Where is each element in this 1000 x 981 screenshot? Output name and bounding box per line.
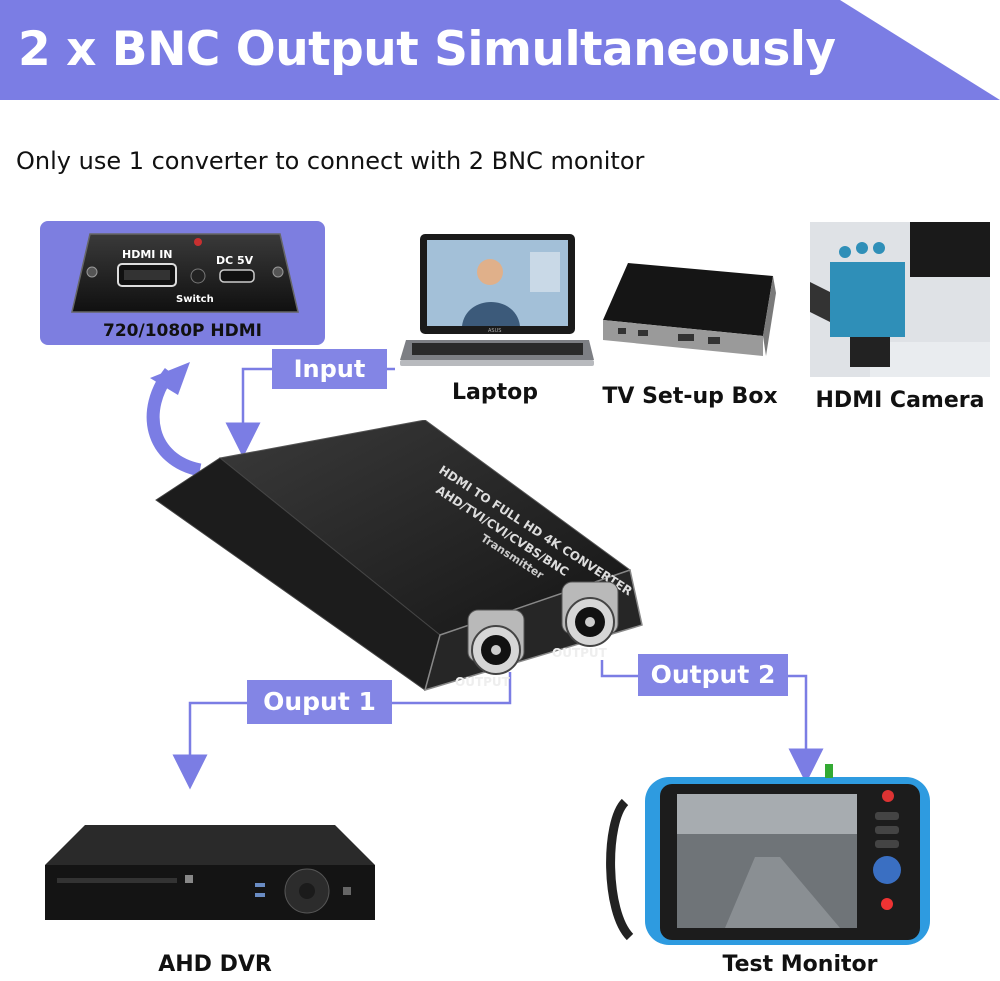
bnc-port-1 bbox=[467, 609, 525, 675]
ahd-dvr-image bbox=[45, 825, 375, 920]
laptop-label: Laptop bbox=[452, 380, 538, 405]
page-subtitle: Only use 1 converter to connect with 2 B… bbox=[16, 147, 645, 175]
laptop-brand: ASUS bbox=[488, 328, 501, 334]
header-banner bbox=[0, 0, 1000, 100]
hdmi-panel-label: 720/1080P HDMI bbox=[103, 321, 262, 341]
output1-label: Ouput 1 bbox=[247, 680, 392, 724]
hdmi-port-face: HDMI IN DC 5V Switch bbox=[71, 233, 299, 313]
dvr-label: AHD DVR bbox=[158, 952, 272, 977]
page-title: 2 x BNC Output Simultaneously bbox=[18, 22, 836, 77]
switch-text: Switch bbox=[176, 294, 214, 305]
test-monitor-label: Test Monitor bbox=[722, 952, 878, 977]
bnc-port-2 bbox=[561, 581, 619, 647]
test-monitor-image bbox=[606, 764, 930, 945]
curved-arrow-icon bbox=[146, 367, 202, 477]
output-port1-text: OUTPUT bbox=[455, 675, 511, 689]
tv-box-label: TV Set-up Box bbox=[602, 384, 778, 409]
hdmi-camera-image bbox=[810, 222, 990, 377]
tv-box-image bbox=[603, 263, 776, 356]
camera-label: HDMI Camera bbox=[815, 388, 985, 413]
output2-label: Output 2 bbox=[638, 654, 788, 696]
input-label: Input bbox=[272, 349, 387, 389]
laptop-image: ASUS bbox=[400, 234, 594, 366]
hdmi-in-text: HDMI IN bbox=[122, 248, 173, 261]
output-port2-text: OUTPUT bbox=[552, 646, 608, 660]
dc-5v-text: DC 5V bbox=[216, 254, 254, 267]
converter-device: HDMI TO FULL HD 4K CONVERTER AHD/TVI/CVI… bbox=[155, 420, 643, 692]
